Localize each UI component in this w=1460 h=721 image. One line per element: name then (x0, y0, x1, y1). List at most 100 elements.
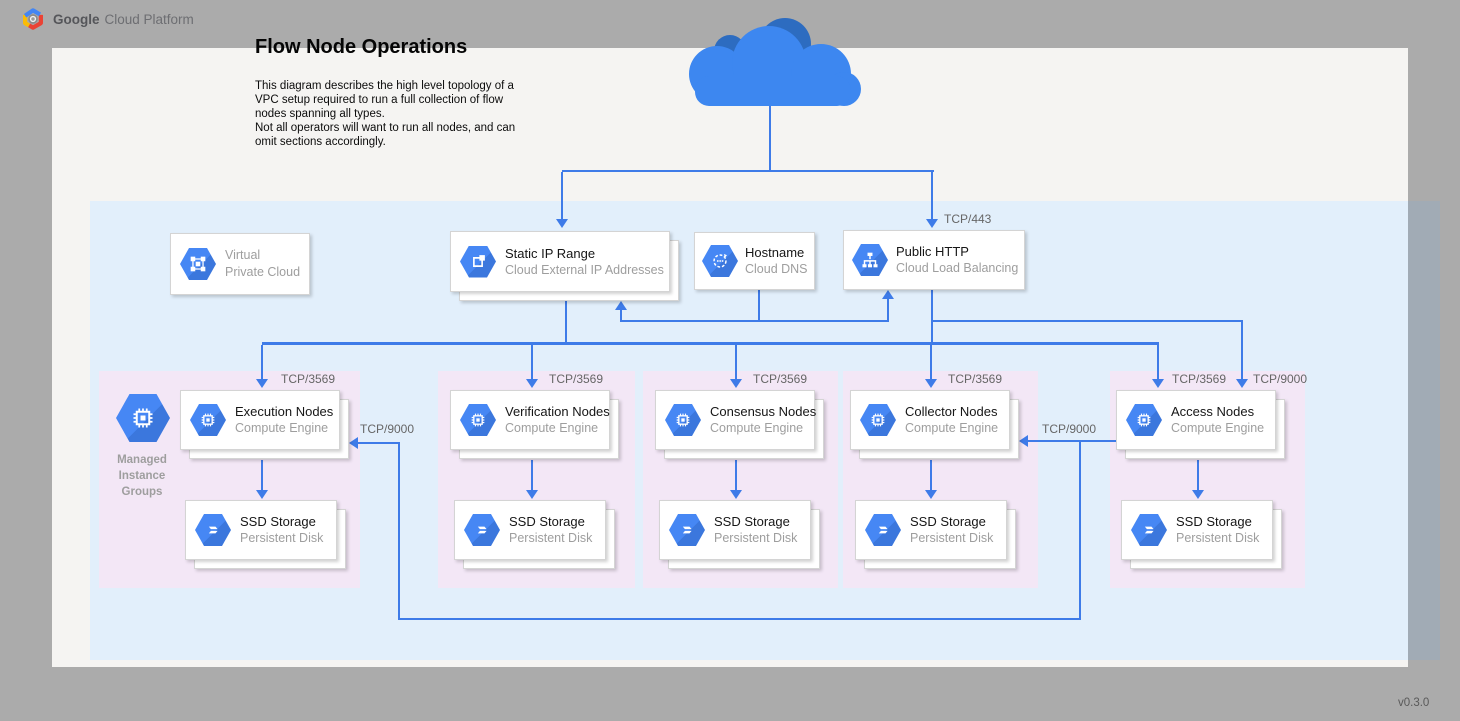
main-bus-line (262, 342, 1159, 345)
ssd-card-title: SSD Storage (509, 514, 585, 529)
virtual-private-cloud-card: Virtual Private Cloud (170, 233, 310, 295)
brand-google-label: Google (53, 11, 100, 27)
port-label-consensus-tcp3569: TCP/3569 (753, 372, 808, 386)
verification-ssd-card: SSD Storage Persistent Disk (454, 500, 615, 569)
mig-label-line: Instance (118, 470, 166, 482)
access-to-collector-line (1027, 440, 1116, 442)
collector-in-arrowhead (925, 379, 937, 388)
description-line: This diagram describes the high level to… (255, 80, 514, 92)
execution-to-ssd-line (261, 460, 263, 490)
consensus-to-ssd-arrowhead (730, 490, 742, 499)
mig-label-line: Managed (117, 454, 167, 466)
dns-to-load-balancer-arrowhead (882, 290, 894, 299)
peer-loop-bottom-line (398, 618, 1081, 620)
peer-to-execution-arrowhead (349, 437, 358, 449)
hostname-card-title: Hostname (745, 245, 805, 260)
dns-to-static-ip-arrowhead (615, 301, 627, 310)
cloud-stem-line (769, 106, 771, 171)
node-card-subtitle: Compute Engine (235, 421, 329, 435)
access-to-ssd-line (1197, 460, 1199, 490)
node-card-subtitle: Compute Engine (505, 421, 599, 435)
load-balancer-hexagon-icon (852, 244, 888, 276)
dns-to-load-balancer-line (887, 299, 889, 321)
gcp-brand: Google Cloud Platform (22, 8, 194, 30)
execution-ssd-card: SSD Storage Persistent Disk (185, 500, 346, 569)
access-in-line (1157, 345, 1159, 379)
public-http-card-title: Public HTTP (896, 244, 969, 259)
description-line: nodes spanning all types. (255, 108, 385, 120)
verification-in-line (531, 345, 533, 379)
mig-label-line: Groups (121, 486, 163, 498)
ssd-card-title: SSD Storage (1176, 514, 1252, 529)
node-card-subtitle: Compute Engine (905, 421, 999, 435)
port-label-tcp443: TCP/443 (944, 212, 992, 226)
dns-feeder-line (620, 320, 889, 322)
load-balancer-out-line (931, 290, 933, 343)
access-to-collector-arrowhead (1019, 435, 1028, 447)
ssd-card-title: SSD Storage (910, 514, 986, 529)
node-card-title: Consensus Nodes (710, 404, 817, 419)
node-card-title: Collector Nodes (905, 404, 998, 419)
access-alt-in-arrowhead (1236, 379, 1248, 388)
collector-to-ssd-line (930, 460, 932, 490)
ssd-card-subtitle: Persistent Disk (240, 531, 324, 545)
compute-engine-hexagon-icon (860, 404, 896, 436)
execution-nodes-card: Execution Nodes Compute Engine (180, 390, 349, 459)
page-title: Flow Node Operations (255, 36, 468, 58)
consensus-to-ssd-line (735, 460, 737, 490)
hostname-card: Hostname Cloud DNS (694, 232, 815, 290)
ssd-card-subtitle: Persistent Disk (509, 531, 593, 545)
node-card-subtitle: Compute Engine (1171, 421, 1265, 435)
collector-to-ssd-arrowhead (925, 490, 937, 499)
execution-in-arrowhead (256, 379, 268, 388)
hostname-out-line (758, 290, 760, 321)
cloud-dns-hexagon-icon (702, 245, 738, 277)
top-bus-line (562, 170, 934, 172)
execution-in-line (261, 345, 263, 379)
access-to-ssd-arrowhead (1192, 490, 1204, 499)
verification-nodes-card: Verification Nodes Compute Engine (450, 390, 619, 459)
persistent-disk-hexagon-icon (1131, 514, 1167, 546)
version-label: v0.3.0 (1398, 697, 1430, 709)
vpc-region-overhang (1408, 201, 1440, 660)
port-label-execution-tcp3569: TCP/3569 (281, 372, 336, 386)
consensus-in-arrowhead (730, 379, 742, 388)
port-label-access-tcp3569: TCP/3569 (1172, 372, 1227, 386)
load-balancer-in-arrowhead (926, 219, 938, 228)
page-description: This diagram describes the high level to… (255, 79, 515, 149)
compute-engine-hexagon-icon (665, 404, 701, 436)
persistent-disk-hexagon-icon (195, 514, 231, 546)
static-ip-out-line (565, 296, 567, 343)
consensus-in-line (735, 345, 737, 379)
static-ip-card-title: Static IP Range (505, 245, 596, 261)
node-card-title: Execution Nodes (235, 404, 334, 419)
collector-in-line (930, 345, 932, 379)
verification-to-ssd-line (531, 460, 533, 490)
description-line: VPC setup required to run a full collect… (255, 94, 504, 106)
peer-loop-left-line (398, 442, 400, 619)
access-nodes-card: Access Nodes Compute Engine (1116, 390, 1285, 459)
consensus-ssd-card: SSD Storage Persistent Disk (659, 500, 820, 569)
static-ip-range-card: Static IP Range Cloud External IP Addres… (450, 231, 679, 301)
external-ip-hexagon-icon (460, 245, 496, 278)
gcp-logo-icon (23, 8, 43, 30)
vpc-hexagon-icon (180, 248, 216, 280)
node-card-subtitle: Compute Engine (710, 421, 804, 435)
consensus-nodes-card: Consensus Nodes Compute Engine (655, 390, 824, 459)
brand-cloud-platform-label: Cloud Platform (104, 11, 194, 27)
port-label-execution-tcp9000: TCP/9000 (360, 422, 415, 436)
compute-engine-hexagon-icon (190, 404, 226, 436)
ssd-card-subtitle: Persistent Disk (1176, 531, 1260, 545)
collector-ssd-card: SSD Storage Persistent Disk (855, 500, 1016, 569)
access-ssd-card: SSD Storage Persistent Disk (1121, 500, 1282, 569)
vpc-card-title-line1: Virtual (225, 248, 261, 262)
dns-to-static-ip-line (620, 310, 622, 321)
peer-loop-right-line (1079, 440, 1081, 619)
ssd-card-title: SSD Storage (714, 514, 790, 529)
access-alt-in-line (1241, 322, 1243, 379)
description-line: Not all operators will want to run all n… (255, 122, 516, 134)
port-label-collector-tcp3569: TCP/3569 (948, 372, 1003, 386)
load-balancer-to-access-line (931, 320, 1243, 322)
ssd-card-title: SSD Storage (240, 514, 316, 529)
